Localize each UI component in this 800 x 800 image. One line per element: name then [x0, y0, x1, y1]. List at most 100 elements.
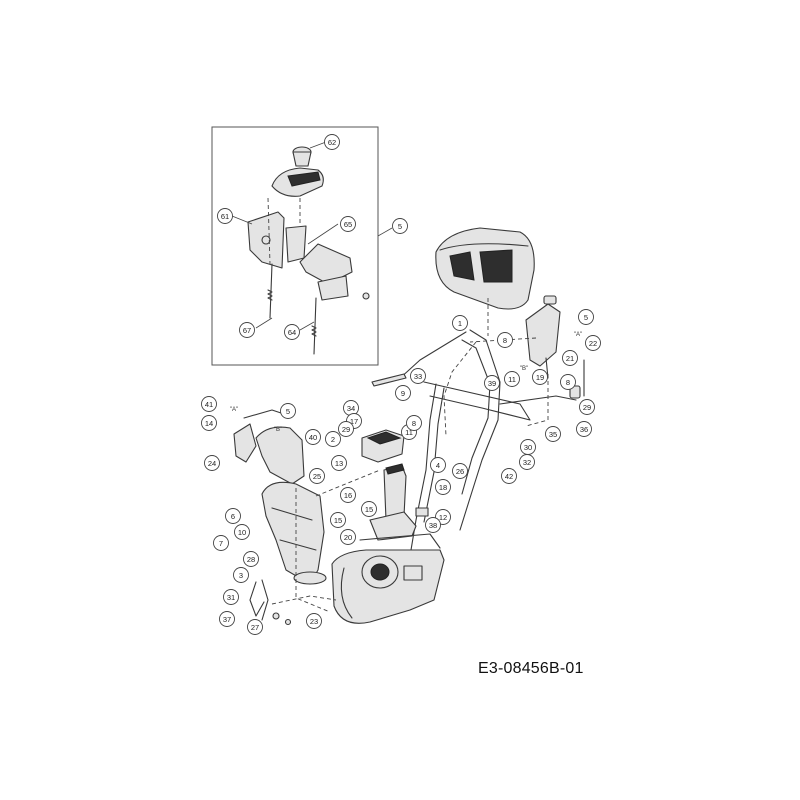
callout-label: 1 — [458, 319, 462, 328]
callout-label: 20 — [344, 533, 352, 542]
callout-label: 40 — [309, 433, 317, 442]
callout-6: 6 — [225, 508, 241, 524]
callout-label: 16 — [344, 491, 352, 500]
callout-label: 35 — [549, 430, 557, 439]
leader — [307, 223, 339, 245]
housing-rim — [340, 567, 353, 619]
spring-clip — [569, 385, 581, 399]
handle-bar-lower-inner — [423, 387, 445, 523]
assembly-guide-2 — [443, 341, 477, 437]
callout-circle — [223, 589, 239, 605]
rod-spring-right — [311, 325, 317, 337]
cable-guide — [415, 507, 429, 517]
view-ref-b-right: "B" — [520, 366, 528, 372]
callout-65: 65 — [340, 216, 356, 232]
callout-circle — [204, 455, 220, 471]
callout-circle — [284, 324, 300, 340]
callout-circle — [325, 431, 341, 447]
chute-base-ring — [293, 571, 327, 585]
callout-14: 14 — [201, 415, 217, 431]
callout-circle — [306, 613, 322, 629]
callout-18: 18 — [435, 479, 451, 495]
assembly-guide-4 — [315, 469, 381, 497]
callout-7: 7 — [213, 535, 229, 551]
callout-label: 22 — [589, 339, 597, 348]
callout-circle — [430, 457, 446, 473]
callout-label: 6 — [231, 512, 235, 521]
callout-19: 19 — [532, 369, 548, 385]
drawing-code: E3-08456B-01 — [478, 660, 584, 677]
callout-label: 12 — [439, 513, 447, 522]
callout-label: 17 — [350, 417, 358, 426]
callout-label: 23 — [310, 617, 318, 626]
callout-36: 36 — [576, 421, 592, 437]
callout-circle — [243, 551, 259, 567]
callout-30: 30 — [520, 439, 536, 455]
callout-8: 8 — [406, 415, 422, 431]
callout-label: 7 — [219, 539, 223, 548]
callout-label: 11 — [405, 428, 413, 437]
callout-label: 38 — [429, 521, 437, 530]
shift-rod-right — [313, 297, 317, 355]
callout-circle — [519, 454, 535, 470]
callout-29: 29 — [579, 399, 595, 415]
lever-bracket-right — [525, 303, 561, 367]
callout-28: 28 — [243, 551, 259, 567]
callout-21: 21 — [562, 350, 578, 366]
callout-64: 64 — [284, 324, 300, 340]
shift-base — [317, 275, 349, 301]
bolt — [362, 292, 370, 300]
callout-34: 34 — [343, 400, 359, 416]
callout-13: 13 — [331, 455, 347, 471]
crossbar — [423, 381, 531, 421]
spring-37 — [261, 579, 269, 621]
callout-label: 32 — [523, 458, 531, 467]
handle-bar-left — [397, 331, 467, 381]
shift-bracket-right — [299, 243, 353, 285]
callout-label: 29 — [583, 403, 591, 412]
callout-label: 11 — [508, 375, 516, 384]
callout-label: 61 — [221, 212, 229, 221]
engine-cover-top — [366, 431, 402, 445]
callout-10: 10 — [234, 524, 250, 540]
callout-label: 19 — [536, 373, 544, 382]
callout-circle — [410, 368, 426, 384]
chute-deflector — [255, 426, 305, 485]
view-ref-b-left: "B" — [274, 427, 282, 433]
callout-41: 41 — [201, 396, 217, 412]
lever-cap — [543, 295, 557, 305]
callout-label: 3 — [239, 571, 243, 580]
callout-circle — [452, 463, 468, 479]
callout-62: 62 — [324, 134, 340, 150]
shift-plate — [285, 225, 307, 263]
callout-circle — [545, 426, 561, 442]
callout-label: 21 — [566, 354, 574, 363]
callout-label: 31 — [227, 593, 235, 602]
dash-panel-window-1 — [449, 251, 475, 281]
shift-cover-band — [287, 171, 321, 187]
callout-circle — [247, 619, 263, 635]
view-ref-a-right: "A" — [574, 332, 582, 338]
callout-39: 39 — [484, 375, 500, 391]
callout-25: 25 — [309, 468, 325, 484]
callout-circle — [225, 508, 241, 524]
callout-circle — [452, 315, 468, 331]
leader — [231, 215, 253, 225]
callout-label: 13 — [335, 459, 343, 468]
callout-11: 11 — [504, 371, 520, 387]
callout-label: 5 — [398, 222, 402, 231]
callout-label: 8 — [503, 336, 507, 345]
leader — [299, 321, 315, 331]
callout-26: 26 — [452, 463, 468, 479]
assembly-guide-3 — [295, 488, 331, 613]
washer-23 — [284, 618, 292, 626]
callout-label: 34 — [347, 404, 355, 413]
callout-circle — [484, 375, 500, 391]
auger-opening-inner — [370, 563, 390, 581]
callout-33: 33 — [410, 368, 426, 384]
callout-31: 31 — [223, 589, 239, 605]
callout-circle — [340, 529, 356, 545]
dash-panel-rim — [439, 243, 529, 251]
callout-1: 1 — [452, 315, 468, 331]
callout-label: 8 — [566, 378, 570, 387]
